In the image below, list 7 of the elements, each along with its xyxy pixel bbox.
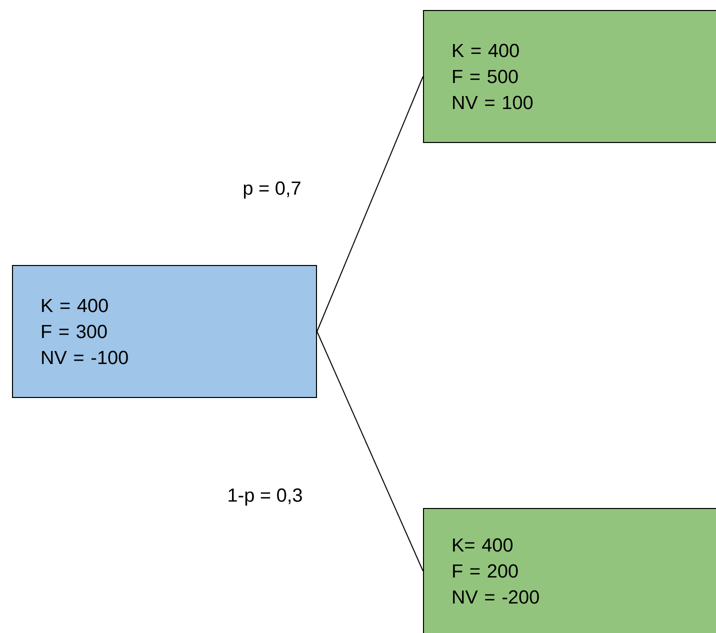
value-box: K = 400 F = 500 NV = 100: [423, 10, 716, 143]
value-box: K = 400 F = 300 NV = -100: [12, 265, 317, 398]
branch-line: [316, 76, 424, 332]
value-box: K= 400 F = 200 NV = -200: [423, 508, 716, 633]
edge-label: 1-p = 0,3: [225, 486, 305, 508]
edge-label: p = 0,7: [240, 179, 304, 201]
branch-line: [316, 331, 424, 572]
